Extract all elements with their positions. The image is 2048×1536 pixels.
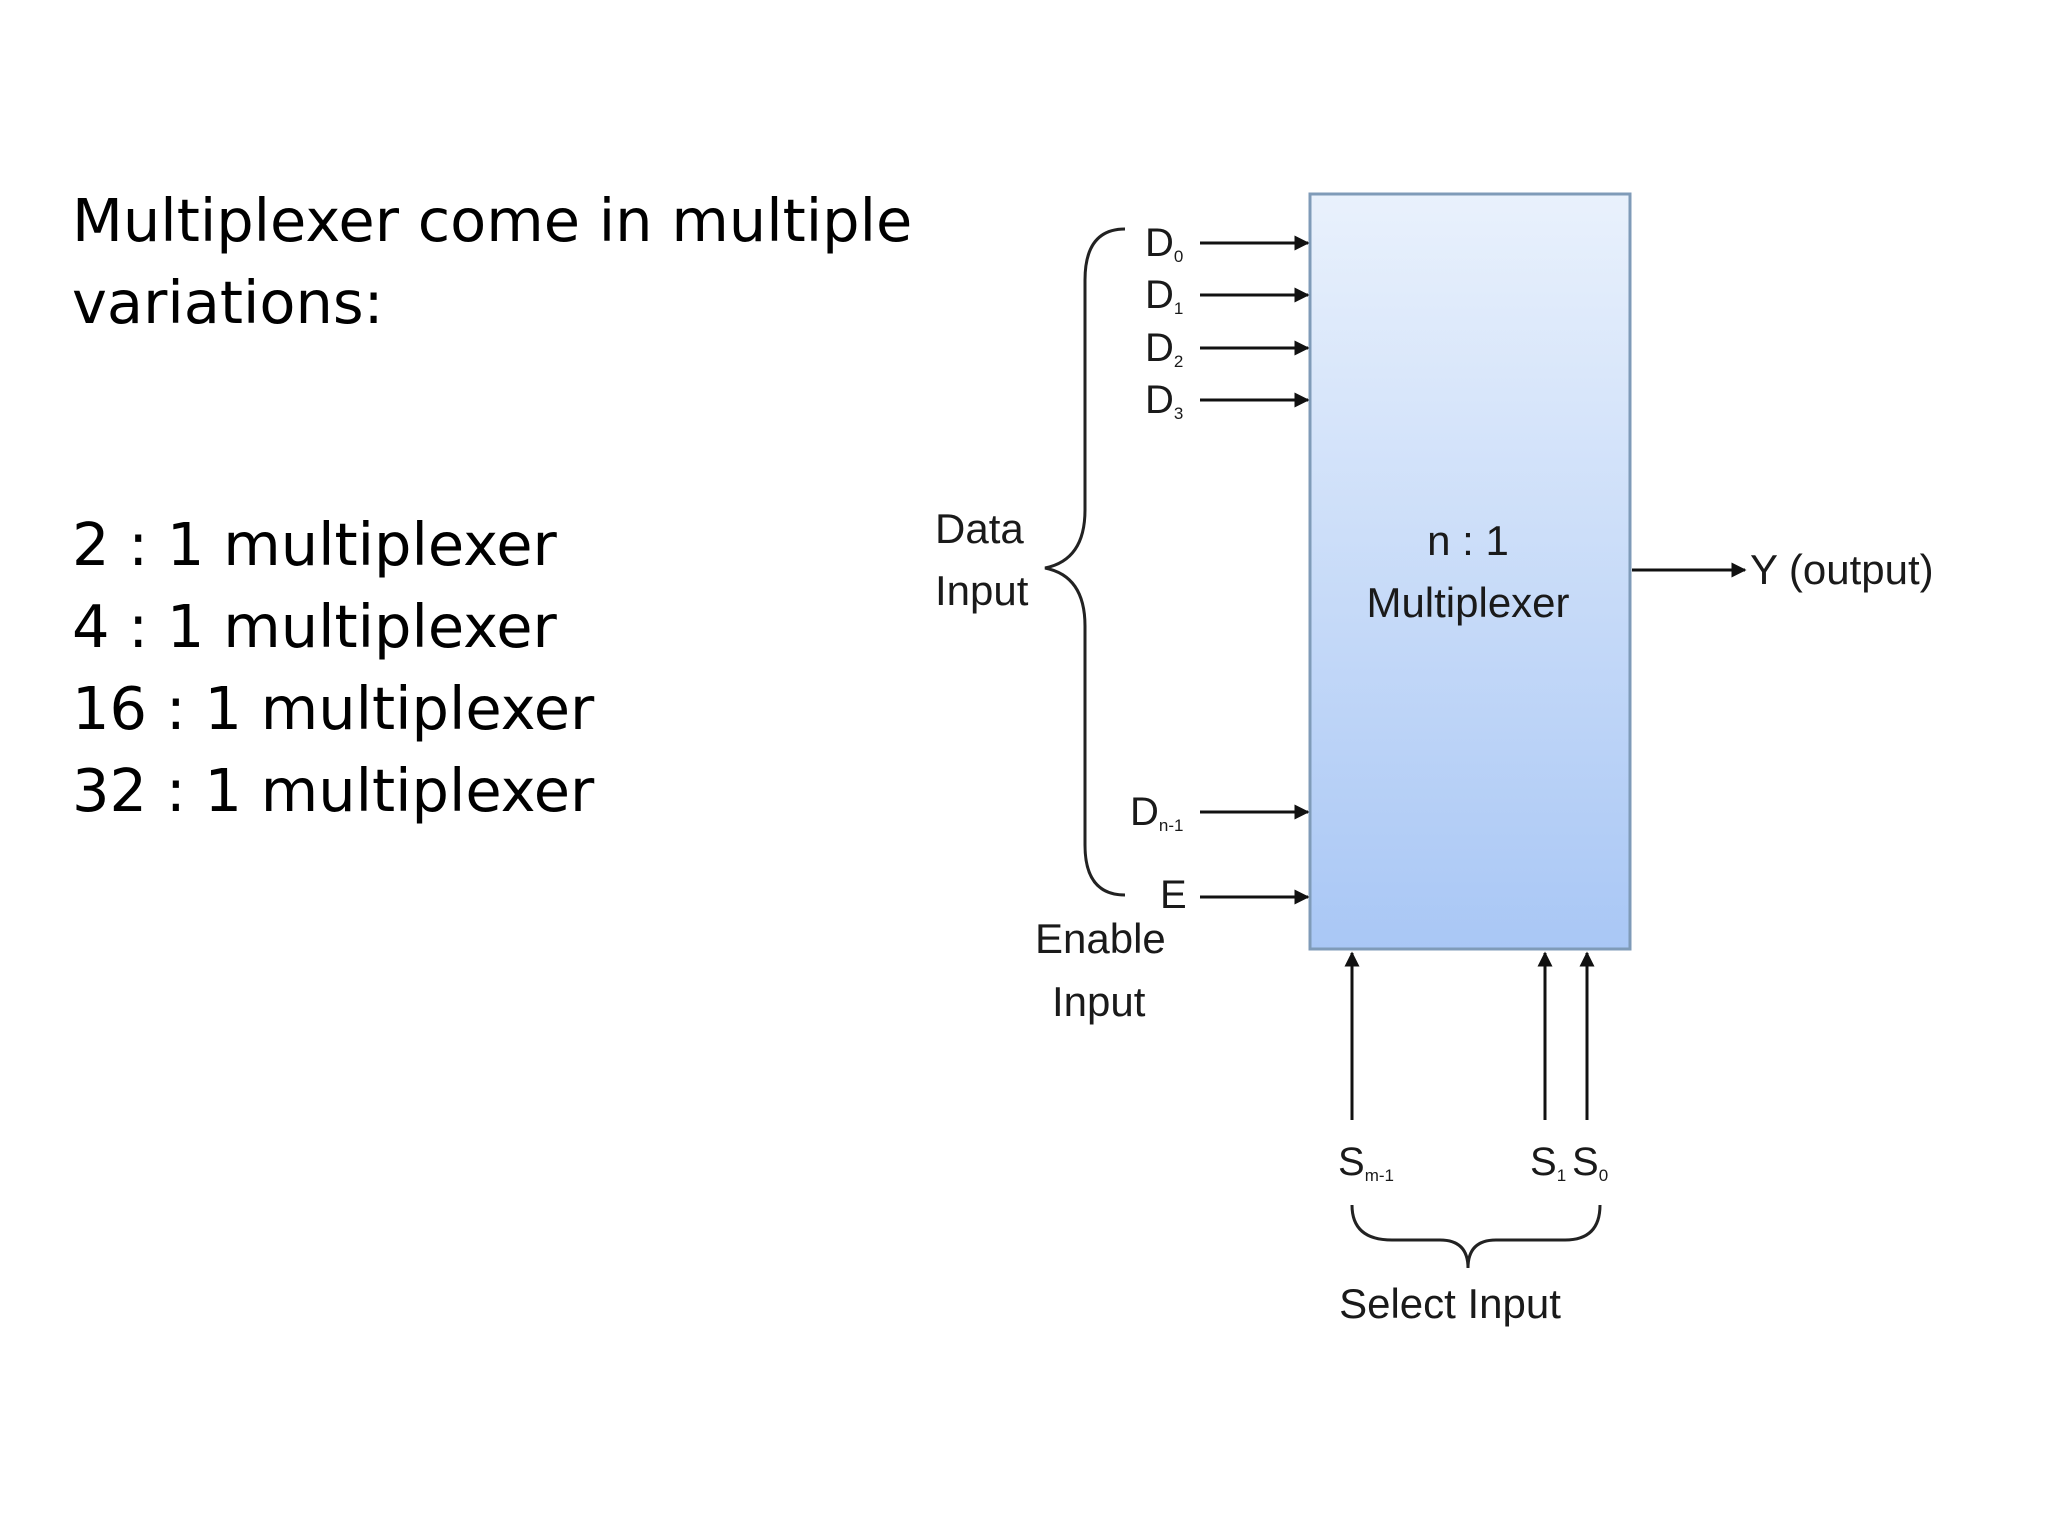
pin-d3: D3: [1145, 378, 1183, 423]
pin-d0: D0: [1145, 221, 1183, 266]
pin-d1: D1: [1145, 273, 1183, 318]
variation-list: 2 : 1 multiplexer 4 : 1 multiplexer 16 :…: [72, 504, 932, 832]
output-label: Y (output): [1750, 546, 1934, 593]
variation-item: 16 : 1 multiplexer: [72, 674, 595, 743]
pin-d2: D2: [1145, 326, 1183, 371]
pin-s1: S1: [1530, 1140, 1566, 1185]
pin-s0: S0: [1572, 1140, 1608, 1185]
mux-box: [1308, 192, 1632, 951]
variation-item: 32 : 1 multiplexer: [72, 756, 595, 825]
pin-sm-1: Sm-1: [1338, 1140, 1394, 1185]
select-input-label: Select Input: [1339, 1280, 1561, 1327]
box-label-ratio: n : 1: [1427, 517, 1509, 564]
pin-dn-1: Dn-1: [1130, 790, 1183, 835]
enable-input-label: Input: [1052, 978, 1146, 1025]
pin-enable: E: [1160, 873, 1187, 917]
variation-item: 2 : 1 multiplexer: [72, 510, 557, 579]
data-input-label: Input: [935, 567, 1029, 614]
variation-item: 4 : 1 multiplexer: [72, 592, 557, 661]
slide-text: Multiplexer come in multiple variations:…: [72, 180, 932, 832]
intro-text: Multiplexer come in multiple variations:: [72, 186, 913, 337]
data-input-brace: [1044, 227, 1126, 897]
enable-input-label: Enable: [1035, 915, 1166, 962]
data-input-label: Data: [935, 505, 1024, 552]
box-label-title: Multiplexer: [1366, 579, 1569, 626]
select-input-brace: [1350, 1204, 1602, 1269]
